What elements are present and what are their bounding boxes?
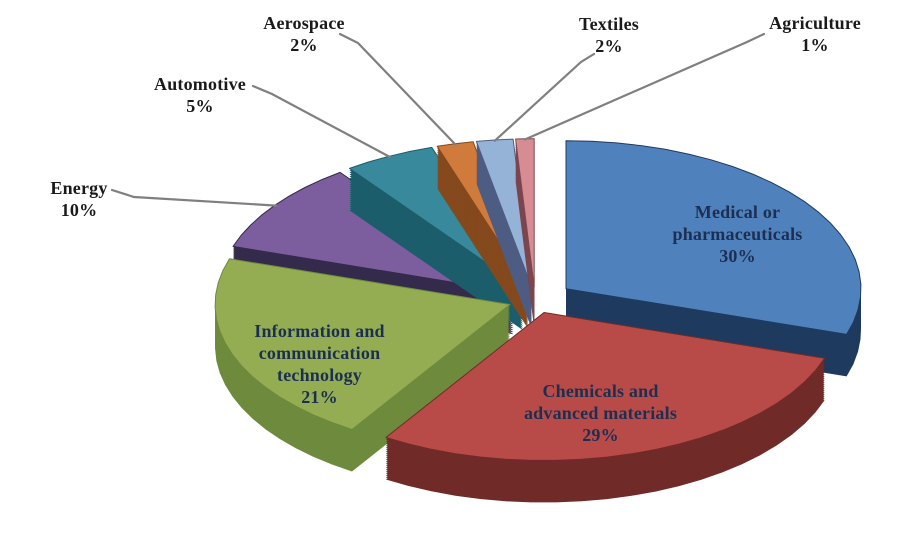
pie-slice-side-textiles xyxy=(476,151,532,299)
slice-label-chemicals-name: Chemicals and advanced materials xyxy=(523,381,678,423)
pie-slice-side-textiles xyxy=(476,181,532,329)
pie-slice-side-textiles xyxy=(476,177,532,325)
callout-label-agriculture: Agriculture 1% xyxy=(744,12,886,56)
pie-slice-side-textiles xyxy=(476,173,532,321)
pie-slice-side-textiles xyxy=(476,179,532,327)
pie-slice-side-textiles xyxy=(476,143,532,291)
slice-label-ict: Information and communication technology… xyxy=(237,320,402,408)
pie-slice-side-textiles xyxy=(476,155,532,303)
leader-line-agriculture xyxy=(523,32,766,141)
slice-label-medical: Medical or pharmaceuticals 30% xyxy=(650,201,825,267)
pie-slice-side-textiles xyxy=(476,163,532,311)
callout-label-aerospace: Aerospace 2% xyxy=(245,12,363,56)
pie-slice-side-textiles xyxy=(476,145,532,293)
slice-label-chemicals: Chemicals and advanced materials 29% xyxy=(508,380,693,446)
leader-line-aerospace xyxy=(338,32,457,146)
callout-label-automotive-name: Automotive xyxy=(154,74,246,94)
pie-slice-side-textiles xyxy=(476,153,532,301)
callout-label-automotive-pct: 5% xyxy=(186,96,214,116)
callout-label-aerospace-name: Aerospace xyxy=(263,13,345,33)
pie-slice-side-textiles xyxy=(476,171,532,319)
slice-label-ict-name: Information and communication technology xyxy=(254,321,385,385)
callout-label-automotive: Automotive 5% xyxy=(139,73,261,117)
pie-slice-side-textiles xyxy=(476,159,532,307)
callout-label-aerospace-pct: 2% xyxy=(290,35,318,55)
pie-slice-information xyxy=(214,258,511,430)
leader-line-automotive xyxy=(251,84,391,158)
pie-slice-medical xyxy=(565,140,862,335)
pie-slice-side-textiles xyxy=(476,165,532,313)
callout-label-agriculture-name: Agriculture xyxy=(769,13,861,33)
slice-label-medical-pct: 30% xyxy=(719,246,756,266)
slice-label-ict-pct: 21% xyxy=(301,387,338,407)
callout-label-energy-name: Energy xyxy=(50,178,108,198)
leader-line-textiles xyxy=(493,52,596,142)
pie-slice-side-textiles xyxy=(476,149,532,297)
slice-label-chemicals-pct: 29% xyxy=(582,425,619,445)
callout-label-energy: Energy 10% xyxy=(24,177,134,221)
pie-slice-side-textiles xyxy=(476,161,532,309)
pie-slice-side-textiles xyxy=(476,175,532,323)
slice-label-medical-name: Medical or pharmaceuticals xyxy=(672,202,803,244)
callout-label-energy-pct: 10% xyxy=(60,200,98,220)
callout-label-textiles-name: Textiles xyxy=(579,14,639,34)
pie-slice-side-textiles xyxy=(476,167,532,315)
pie-slice-side-textiles xyxy=(476,147,532,295)
pie-slice-side-textiles xyxy=(476,169,532,317)
pie-slice-chemicals xyxy=(385,312,826,461)
callout-label-agriculture-pct: 1% xyxy=(801,35,829,55)
callout-label-textiles: Textiles 2% xyxy=(551,13,667,57)
leader-line-energy xyxy=(110,188,278,207)
pie-slice-side-textiles xyxy=(476,157,532,305)
callout-label-textiles-pct: 2% xyxy=(595,36,623,56)
